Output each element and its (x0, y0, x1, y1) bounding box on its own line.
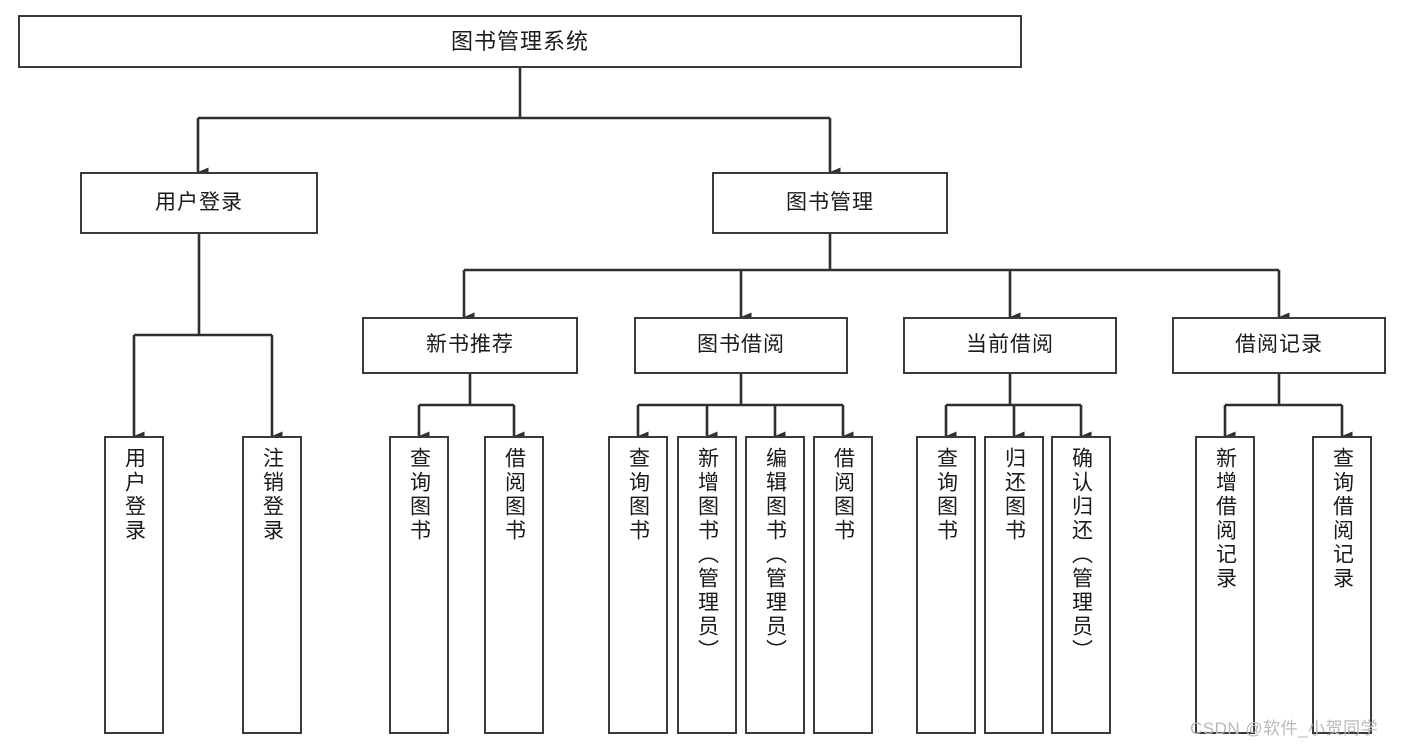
node-label: 注销登录 (260, 447, 284, 543)
node-label: 图书借阅 (697, 333, 785, 357)
node-root[interactable]: 图书管理系统 (18, 15, 1022, 68)
node-label: 编辑图书（管理员） (763, 447, 787, 663)
node-leaf-add-book[interactable]: 新增图书（管理员） (677, 436, 737, 734)
node-leaf-query-book-3[interactable]: 查询图书 (916, 436, 976, 734)
node-user-login[interactable]: 用户登录 (80, 172, 318, 234)
node-book-manage[interactable]: 图书管理 (712, 172, 948, 234)
node-label: 用户登录 (122, 447, 146, 543)
tree-connectors (132, 68, 1353, 441)
node-leaf-add-record[interactable]: 新增借阅记录 (1195, 436, 1255, 734)
node-label: 归还图书 (1002, 447, 1026, 543)
node-borrow-record[interactable]: 借阅记录 (1172, 317, 1386, 374)
node-leaf-edit-book[interactable]: 编辑图书（管理员） (745, 436, 805, 734)
node-label: 新增借阅记录 (1213, 447, 1237, 591)
node-label: 借阅图书 (502, 447, 526, 543)
node-leaf-logout[interactable]: 注销登录 (242, 436, 302, 734)
node-new-book-recommend[interactable]: 新书推荐 (362, 317, 578, 374)
node-leaf-confirm-return[interactable]: 确认归还（管理员） (1051, 436, 1111, 734)
node-book-borrow[interactable]: 图书借阅 (634, 317, 848, 374)
node-leaf-user-login[interactable]: 用户登录 (104, 436, 164, 734)
node-leaf-borrow-book-2[interactable]: 借阅图书 (813, 436, 873, 734)
node-leaf-query-record[interactable]: 查询借阅记录 (1312, 436, 1372, 734)
node-label: 当前借阅 (966, 333, 1054, 357)
node-label: 新增图书（管理员） (695, 447, 719, 663)
node-leaf-query-book-2[interactable]: 查询图书 (608, 436, 668, 734)
node-label: 图书管理系统 (450, 28, 589, 54)
node-label: 确认归还（管理员） (1069, 447, 1093, 663)
node-label: 借阅记录 (1235, 333, 1323, 357)
node-label: 查询图书 (626, 447, 650, 543)
node-label: 新书推荐 (426, 333, 514, 357)
node-label: 图书管理 (786, 190, 874, 214)
node-label: 借阅图书 (831, 447, 855, 543)
node-label: 查询图书 (407, 447, 431, 543)
node-current-borrow[interactable]: 当前借阅 (903, 317, 1117, 374)
node-label: 用户登录 (155, 190, 243, 214)
node-label: 查询借阅记录 (1330, 447, 1354, 591)
node-label: 查询图书 (934, 447, 958, 543)
node-leaf-return-book[interactable]: 归还图书 (984, 436, 1044, 734)
node-leaf-borrow-book-1[interactable]: 借阅图书 (484, 436, 544, 734)
node-leaf-query-book-1[interactable]: 查询图书 (389, 436, 449, 734)
